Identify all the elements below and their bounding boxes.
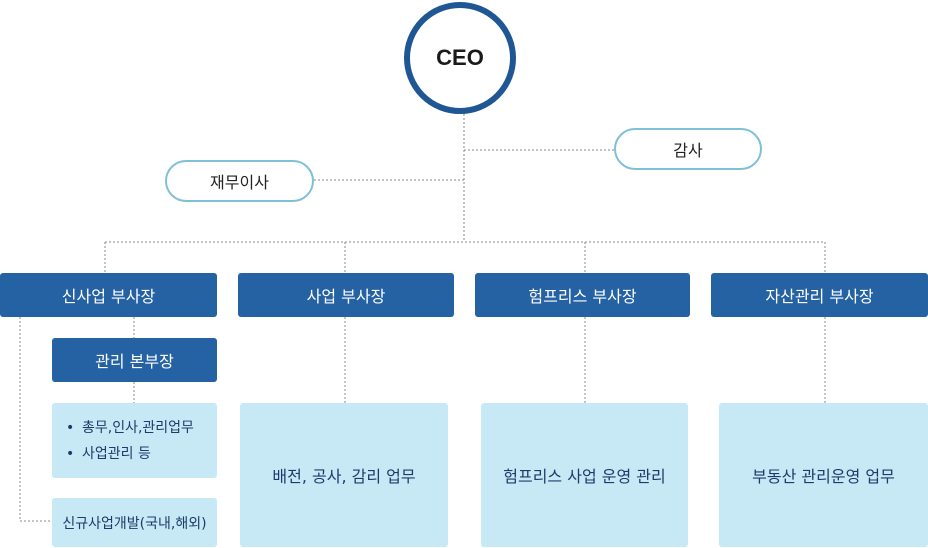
business-duties-box: 배전, 공사, 감리 업무 xyxy=(240,403,448,547)
cfo-node: 재무이사 xyxy=(165,160,314,202)
vp-business: 사업 부사장 xyxy=(238,273,454,317)
asset-duties-box: 부동산 관리운영 업무 xyxy=(719,403,928,547)
new-business-development-box: 신규사업개발(국내,해외) xyxy=(52,498,217,547)
ceo-node: CEO xyxy=(404,2,516,114)
humphreys-duties-box: 험프리스 사업 운영 관리 xyxy=(481,403,688,547)
management-tasks-box: •총무,인사,관리업무 •사업관리 등 xyxy=(52,403,217,478)
vp-humphreys: 험프리스 부사장 xyxy=(475,273,690,317)
management-head-node: 관리 본부장 xyxy=(52,338,217,382)
list-item: •사업관리 등 xyxy=(66,446,151,462)
vp-asset-management: 자산관리 부사장 xyxy=(711,273,928,317)
vp-new-business: 신사업 부사장 xyxy=(0,273,217,317)
list-item: •총무,인사,관리업무 xyxy=(66,420,194,436)
audit-node: 감사 xyxy=(614,128,762,170)
